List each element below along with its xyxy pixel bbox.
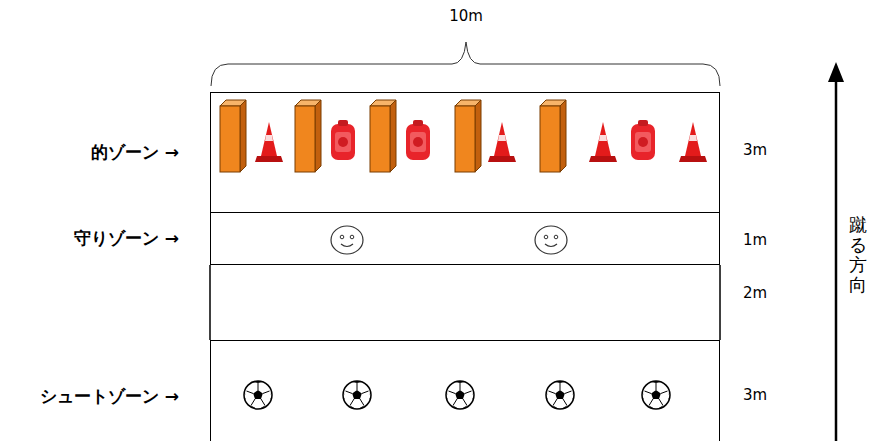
target-objects	[220, 100, 707, 172]
target-zone: 的ゾーン →	[210, 92, 720, 213]
dimension-label: 3m	[743, 386, 767, 404]
dimension-label: 1m	[743, 231, 767, 249]
gap-band-edge	[719, 265, 721, 340]
dimension-label: 2m	[743, 284, 767, 302]
direction-label: 蹴る方向	[849, 215, 867, 294]
direction-arrow	[835, 80, 838, 441]
direction-arrowhead	[828, 62, 844, 82]
dimension-label: 3m	[743, 141, 767, 159]
zone-label: 守りゾーン →	[74, 227, 179, 250]
shoot-zone: シュートゾーン →	[210, 340, 720, 441]
gap-band-edge	[209, 265, 211, 340]
soccer-balls	[244, 381, 670, 409]
width-brace	[211, 42, 720, 86]
dimension-label: 10m	[449, 7, 483, 25]
zone-label: シュートゾーン →	[40, 385, 179, 408]
defense-zone: 守りゾーン →	[210, 213, 720, 265]
zone-label: 的ゾーン →	[91, 141, 179, 164]
defenders	[331, 226, 567, 254]
